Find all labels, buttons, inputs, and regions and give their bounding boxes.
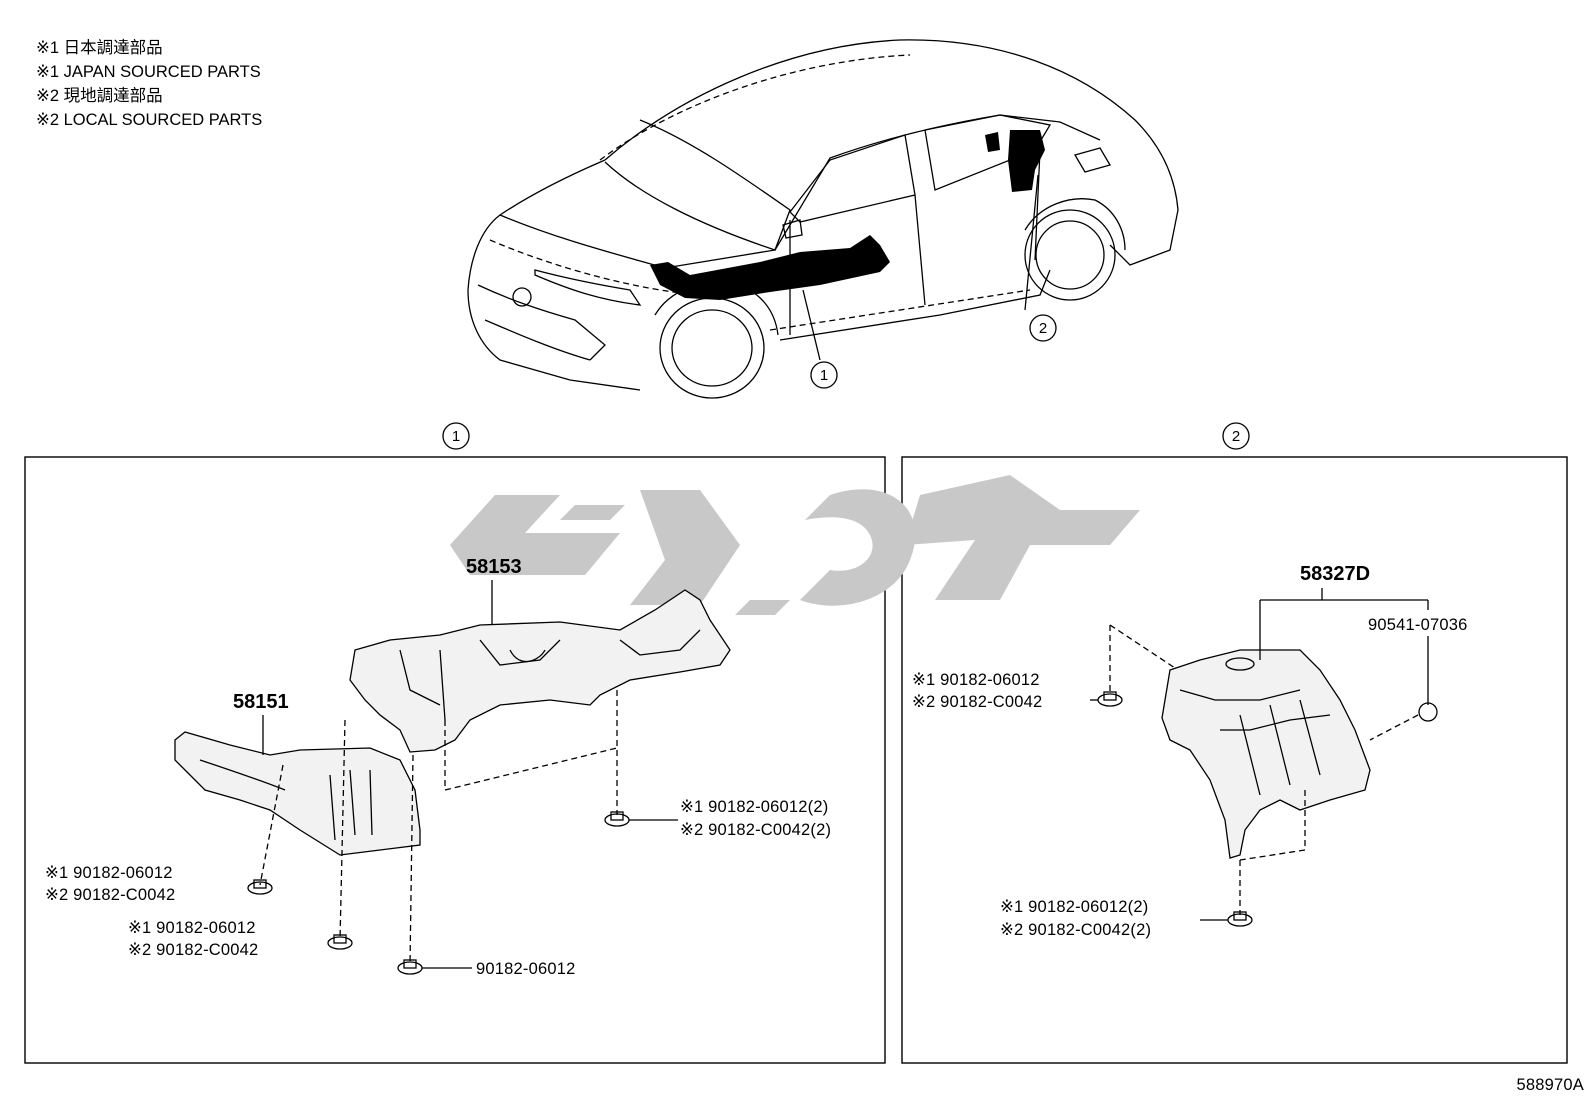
clip-a-line-1: ※1 90182-06012: [45, 864, 173, 882]
panel-1-frame: [24, 456, 886, 1064]
panel-1-callout-circle: [442, 422, 470, 450]
legend-line-3: ※2 現地調達部品: [36, 86, 163, 105]
clip-e-line-2: ※2 90182-C0042: [912, 693, 1042, 711]
part-58151-label: 58151: [233, 691, 289, 713]
car-callout-2: 2: [1039, 320, 1047, 337]
panel-2-callout-circle: [1222, 422, 1250, 450]
legend: ※1 日本調達部品 ※1 JAPAN SOURCED PARTS ※2 現地調達…: [36, 38, 262, 129]
watermark-logo: [450, 475, 1140, 615]
clip-f-line-1: ※1 90182-06012(2): [1000, 898, 1148, 916]
panel-1-parts: 58153 58151 ※1 90182-06012 ※2 90182-C004…: [45, 556, 831, 978]
panel-2-parts: 58327D 90541-07036 ※1 90182-06012 ※2 901…: [912, 563, 1467, 939]
panel-2-frame: [901, 456, 1568, 1064]
clip-a-line-2: ※2 90182-C0042: [45, 886, 175, 904]
panel-2-callout: 2: [1232, 428, 1240, 445]
clip-e-line-1: ※1 90182-06012: [912, 671, 1040, 689]
clip-f-line-2: ※2 90182-C0042(2): [1000, 921, 1151, 939]
part-58327D-label: 58327D: [1300, 563, 1370, 585]
part-58153-label: 58153: [466, 556, 522, 578]
clip-b-line-2: ※2 90182-C0042: [128, 941, 258, 959]
clip-d-line-2: ※2 90182-C0042(2): [680, 821, 831, 839]
clip-c-label: 90182-06012: [476, 960, 575, 978]
legend-line-2: ※1 JAPAN SOURCED PARTS: [36, 63, 261, 81]
clip-d-line-1: ※1 90182-06012(2): [680, 798, 828, 816]
legend-line-1: ※1 日本調達部品: [36, 38, 163, 57]
legend-line-4: ※2 LOCAL SOURCED PARTS: [36, 111, 262, 129]
diagram-reference-code: 588970A: [1517, 1076, 1584, 1094]
part-90541-07036-label: 90541-07036: [1368, 616, 1467, 634]
clip-b-line-1: ※1 90182-06012: [128, 919, 256, 937]
panel-1-callout: 1: [452, 428, 460, 445]
car-overview-illustration: 1 2: [467, 39, 1179, 399]
car-callout-1: 1: [820, 367, 828, 384]
